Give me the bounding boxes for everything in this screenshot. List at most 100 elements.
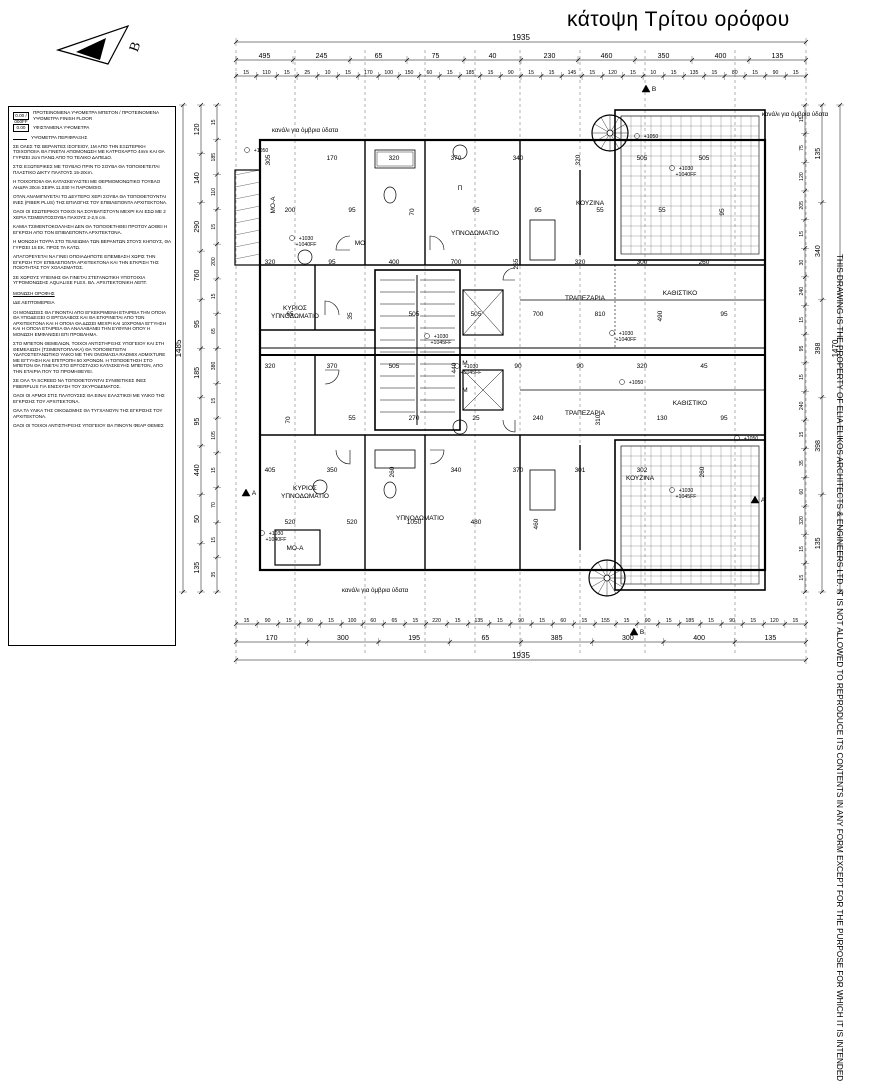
spiral-tread (594, 134, 608, 143)
dimension-label: 185 (211, 153, 217, 162)
dimension-label: 80 (732, 70, 738, 76)
door-swing (429, 449, 445, 465)
dimension-label: 15 (211, 224, 217, 230)
room-label: ΚΑΘΙΣΤΙΚΟ (663, 290, 697, 297)
dimension-label: 135 (474, 618, 483, 624)
notes-panel: 0.00 / 000FF ΠΡΟΤΕΙΝΟΜΕΝΑ ΥΨΟΜΕΤΡΑ ΜΠΕΤΟ… (8, 106, 176, 646)
interior-dimension: 480 (471, 519, 482, 526)
spiral-tread (609, 579, 623, 588)
dimension-label: 15 (799, 431, 805, 437)
spiral-tread (611, 117, 620, 131)
dimension-label: 15 (211, 398, 217, 404)
dimension-label: 15 (799, 116, 805, 122)
dimension-label: 60 (427, 70, 433, 76)
wall (462, 369, 504, 411)
interior-dimension: 90 (514, 363, 522, 370)
interior-dimension: 490 (657, 310, 664, 321)
dimension-label: 15 (211, 119, 217, 125)
terrace-inner (620, 115, 760, 255)
dimension-label: 385 (551, 635, 563, 642)
room-marker (312, 479, 328, 495)
level-label-ff: +1045FF (461, 370, 482, 376)
note-item: ΣΤΟ ΜΠΕΤΟΝ ΘΕΜΕΛΙΩΝ, ΤΟΙΧΟΙ ΑΝΤΙΣΤΗΡΙΞΗΣ… (13, 341, 166, 374)
level-marker (634, 133, 640, 139)
dimension-label: 1935 (512, 33, 530, 42)
dimension-label: 15 (799, 374, 805, 380)
dimension-label: 110 (211, 188, 217, 196)
spiral-tread (609, 568, 623, 577)
interior-dimension: 505 (389, 363, 400, 370)
lift-shaft (462, 289, 504, 336)
dimension-label: 15 (211, 293, 217, 299)
door-swing (502, 419, 516, 433)
interior-dimension: 260 (699, 466, 706, 477)
dimension-label: 15 (752, 70, 758, 76)
dimension-label: 15 (799, 546, 805, 552)
veranda (234, 169, 261, 266)
interior-dimension: 302 (637, 467, 648, 474)
spiral-tread (608, 562, 617, 576)
dimension-label: 398 (815, 343, 822, 355)
dimension-label: 90 (265, 618, 271, 624)
interior-dimension: 35 (347, 312, 354, 320)
interior-dimension: 340 (513, 155, 524, 162)
interior-dimension: 440 (451, 362, 458, 373)
dimension-label: 230 (544, 53, 556, 60)
dimension-label: 15 (497, 618, 503, 624)
dimension-label: 135 (765, 635, 777, 642)
dimension-label: 220 (432, 618, 441, 624)
veranda (274, 529, 321, 566)
dimension-label: 90 (645, 618, 651, 624)
dimension-label: 400 (715, 53, 727, 60)
dimension-label: 300 (337, 635, 349, 642)
spiral-tread (597, 580, 606, 594)
legend-text: ΥΨΟΜΕΤΡΑ ΠΕΡΙΦΡΑΞΗΣ (31, 135, 88, 140)
room-marker (452, 144, 468, 160)
section-mark-label: B (640, 629, 644, 636)
note-item: Η ΜΟΝΩΣΗ ΤΟΥΡΑ ΣΤΟ ΤΕΛΕΙΩΜΑ ΤΩΝ ΒΕΡΑΝΤΩΝ… (13, 239, 171, 250)
legend-text: ΥΦΙΣΤΑΜΕΝΑ ΥΨΟΜΕΤΡΑ (33, 125, 90, 131)
interior-dimension: 505 (637, 155, 648, 162)
dimension-label: 150 (405, 70, 414, 76)
dimension-label: 15 (211, 467, 217, 473)
dimension-label: 15 (528, 70, 534, 76)
level-label: +1030 (269, 531, 284, 537)
dimension-label: 15 (630, 70, 636, 76)
interior-dimension: 520 (285, 519, 296, 526)
interior-dimension: 320 (389, 155, 400, 162)
dimension-label: 15 (539, 618, 545, 624)
interior-dimension: 70 (409, 208, 416, 216)
spiral-stair-core (606, 129, 614, 137)
legend-text: ΠΡΟΤΕΙΝΟΜΕΝΑ ΥΨΟΜΕΤΡΑ ΜΠΕΤΟΝ / ΠΡΟΤΕΙΝΟΜ… (33, 110, 159, 121)
interior-dimension: 95 (534, 207, 542, 214)
dimension-label: 15 (286, 618, 292, 624)
dimension-label: 15 (581, 618, 587, 624)
dimension-label: 15 (589, 70, 595, 76)
interior-dimension: 370 (513, 467, 524, 474)
interior-dimension: 505 (699, 155, 710, 162)
dimension-label: 60 (370, 618, 376, 624)
room-label: ΜΟ-Α (270, 196, 277, 214)
spiral-tread (600, 117, 609, 131)
dimension-label: 15 (549, 70, 555, 76)
spiral-tread (594, 123, 608, 132)
section-mark-label: B (652, 86, 656, 93)
dimension-label: 120 (770, 618, 779, 624)
level-label: +1030 (434, 334, 449, 340)
interior-dimension: 810 (595, 311, 606, 318)
interior-dimension: 520 (347, 519, 358, 526)
dimension-label: 90 (307, 618, 313, 624)
level-marker (734, 435, 740, 441)
bathtub (374, 149, 416, 169)
interior-dimension: 260 (699, 259, 710, 266)
door-swing (429, 235, 445, 251)
dimension-label: 135 (815, 148, 822, 160)
dimension-label: 75 (432, 53, 440, 60)
dimension-label: 30 (799, 260, 805, 266)
note-item: ΑΠΑΓΟΡΕΥΕΤΑΙ ΝΑ ΓΙΝΕΙ ΟΠΟΙΑΔΗΠΟΤΕ ΕΠΕΜΒΑ… (13, 254, 159, 270)
spiral-tread (591, 568, 605, 577)
dimension-label: 60 (560, 618, 566, 624)
dimension-label: 350 (658, 53, 670, 60)
note-item: ΣΤΙΣ ΕΞΩΤΕΡΙΚΕΣ ΜΕ ΤΟΥΒΛΟ ΠΡΙΝ ΤΟ ΣΟΥΒΑ … (13, 164, 160, 175)
interior-dimension: 45 (700, 363, 708, 370)
